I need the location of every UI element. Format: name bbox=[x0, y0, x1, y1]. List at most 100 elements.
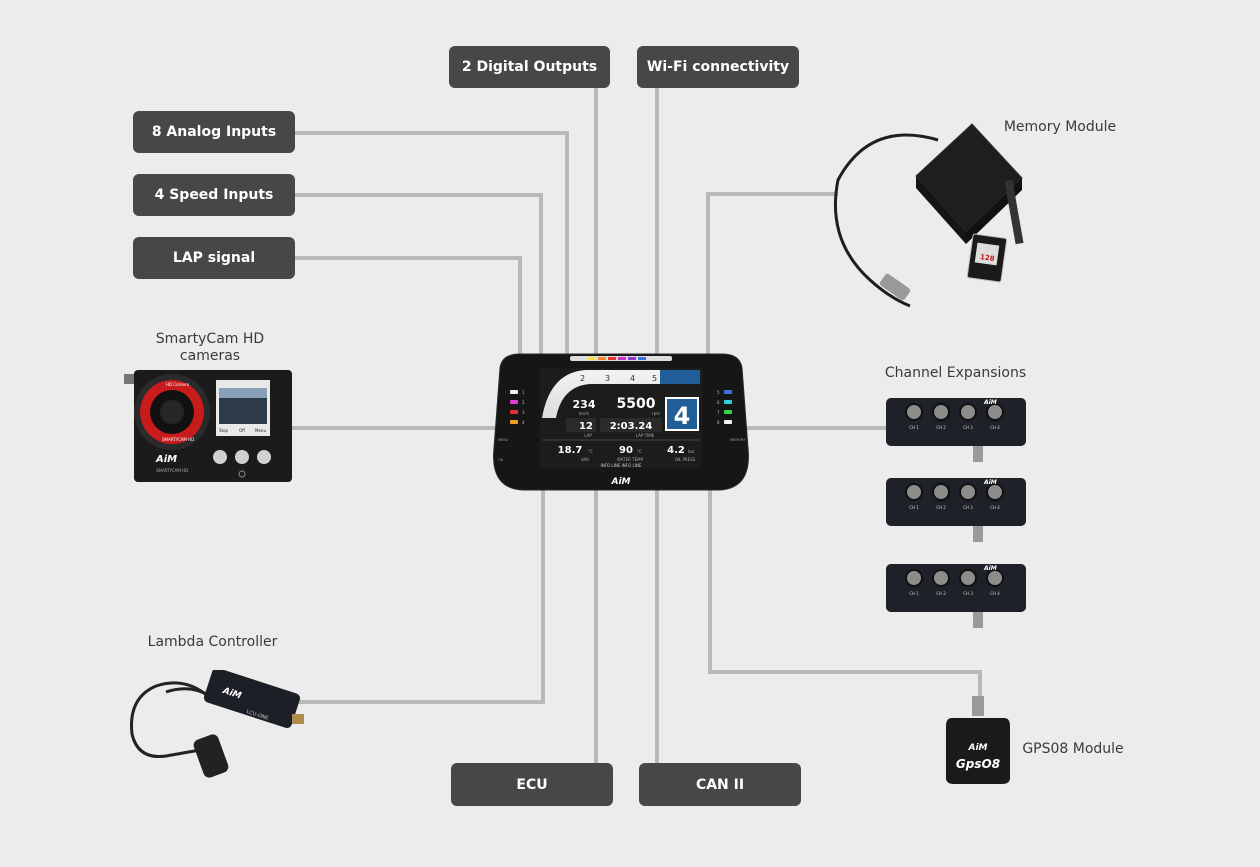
gear-tick-3: 4 bbox=[630, 374, 635, 383]
led-num-left-3: 3 bbox=[522, 410, 525, 415]
lambda-label: Lambda Controller bbox=[147, 634, 278, 650]
led-num-right-2: 6 bbox=[717, 400, 720, 405]
water-unit: °C bbox=[637, 449, 642, 454]
exp-port-4 bbox=[986, 483, 1004, 501]
line-lap bbox=[295, 256, 522, 358]
dash-brand: AiM bbox=[610, 477, 630, 487]
menu-label: MENU bbox=[498, 438, 509, 442]
line-speed bbox=[295, 193, 543, 358]
can2-box: CAN II bbox=[639, 763, 801, 806]
gear-box bbox=[665, 397, 699, 431]
digital-outputs-box: 2 Digital Outputs bbox=[449, 46, 610, 88]
exp-ch-3: CH 3 bbox=[963, 591, 973, 596]
cam-model: SMARTYCAM HD bbox=[156, 468, 188, 473]
exp-port-1 bbox=[905, 483, 923, 501]
lap-label: LAP bbox=[584, 433, 592, 438]
memory-body-left bbox=[916, 176, 966, 244]
line-memory bbox=[706, 192, 838, 358]
memory-cable-plug bbox=[879, 273, 911, 301]
line-gps bbox=[708, 488, 982, 700]
channel-expansion-1: CH 1 CH 2 CH 3 CH 4 AiM bbox=[886, 398, 1026, 462]
exp-port-2 bbox=[932, 569, 950, 587]
exp-ch-4: CH 4 bbox=[990, 425, 1000, 430]
speed-inputs-box: 4 Speed Inputs bbox=[133, 174, 295, 216]
lap-value: 12 bbox=[579, 421, 593, 432]
exp-port-1 bbox=[905, 569, 923, 587]
exp-ch-2: CH 2 bbox=[936, 505, 946, 510]
shift-leds bbox=[588, 357, 646, 360]
exp-ch-2: CH 2 bbox=[936, 591, 946, 596]
channel-expansion-3: CH 1 CH 2 CH 3 CH 4 AiM bbox=[886, 564, 1026, 628]
lambda-cable-2 bbox=[165, 687, 211, 698]
smartycam-device: HD Camera SMARTYCAM HD Stop Off Menu AiM… bbox=[124, 370, 292, 482]
dash-display: 4 2 3 4 5 234 km/h 5500 rpm 12 LAP 2:03.… bbox=[493, 353, 749, 491]
led-num-right-4: 8 bbox=[717, 420, 720, 425]
exp-brand: AiM bbox=[983, 399, 997, 406]
gear-tick-4: 5 bbox=[652, 374, 657, 383]
led-right-3 bbox=[724, 410, 732, 414]
memory-btn-label: MEMORY bbox=[730, 438, 746, 442]
line-analog bbox=[295, 131, 569, 358]
rpm-unit: rpm bbox=[652, 411, 660, 416]
exp-ch-1: CH 1 bbox=[909, 591, 919, 596]
laptime-value: 2:03.24 bbox=[610, 421, 653, 432]
exp-port-3 bbox=[959, 403, 977, 421]
led-num-left-2: 2 bbox=[522, 400, 525, 405]
oil-unit: bar bbox=[688, 449, 695, 454]
smartycam-label-line1: SmartyCam HD bbox=[155, 331, 265, 347]
gps-body bbox=[946, 718, 1010, 784]
exp-port-2 bbox=[932, 403, 950, 421]
exp-ch-4: CH 4 bbox=[990, 591, 1000, 596]
exp-port-3 bbox=[959, 483, 977, 501]
wifi-box: Wi-Fi connectivity bbox=[637, 46, 799, 88]
exp-ch-2: CH 2 bbox=[936, 425, 946, 430]
speed-unit: km/h bbox=[579, 411, 590, 416]
memory-body bbox=[915, 123, 1023, 233]
rpm-value: 5500 bbox=[617, 396, 656, 412]
var-value: 18.7 bbox=[558, 445, 583, 456]
var-label: VAR bbox=[581, 457, 589, 462]
ecu-box: ECU bbox=[451, 763, 613, 806]
exp-brand: AiM bbox=[983, 565, 997, 572]
exp-ch-1: CH 1 bbox=[909, 505, 919, 510]
memory-sd-cap: 128 bbox=[980, 253, 996, 263]
cam-btn-off: Off bbox=[239, 428, 245, 433]
exp-ch-3: CH 3 bbox=[963, 425, 973, 430]
cam-mount bbox=[124, 374, 136, 384]
exp-port-3 bbox=[959, 569, 977, 587]
led-left-2 bbox=[510, 400, 518, 404]
speed-value: 234 bbox=[573, 398, 596, 411]
memory-sd-label bbox=[974, 242, 1000, 266]
ok-label: OK bbox=[498, 458, 504, 462]
exp-port-1 bbox=[905, 403, 923, 421]
gps-device: AiM GpsO8 bbox=[946, 696, 1010, 784]
oil-value: 4.2 bbox=[667, 445, 685, 456]
exp-port-2 bbox=[932, 483, 950, 501]
water-label: WATER TEMP bbox=[617, 457, 644, 462]
channel-expansion-2: CH 1 CH 2 CH 3 CH 4 AiM bbox=[886, 478, 1026, 542]
cam-power-icon bbox=[238, 470, 246, 478]
exp-ch-4: CH 4 bbox=[990, 505, 1000, 510]
lambda-cable bbox=[130, 681, 212, 759]
led-num-left-1: 1 bbox=[522, 390, 525, 395]
water-value: 90 bbox=[619, 445, 633, 456]
cam-screen-sky bbox=[219, 388, 267, 398]
memory-slot-bracket bbox=[1004, 179, 1024, 245]
lambda-plug bbox=[292, 714, 304, 724]
led-left-1 bbox=[510, 390, 518, 394]
exp-body bbox=[886, 478, 1026, 526]
memory-module-device: 128 bbox=[833, 123, 1024, 308]
memory-cable bbox=[833, 133, 939, 308]
cam-btn-stop: Stop bbox=[219, 428, 229, 433]
led-num-right-1: 5 bbox=[717, 390, 720, 395]
laptime-cell bbox=[600, 418, 662, 432]
cam-button-3 bbox=[257, 450, 271, 464]
smartycam-label-line2: cameras bbox=[179, 348, 241, 364]
info-line: INFO LINE INFO LINE bbox=[601, 463, 642, 468]
gear-value: 4 bbox=[674, 402, 691, 430]
exp-body bbox=[886, 398, 1026, 446]
gear-tick-1: 2 bbox=[580, 374, 585, 383]
line-lambda bbox=[295, 488, 545, 704]
cam-btn-menu: Menu bbox=[255, 428, 266, 433]
